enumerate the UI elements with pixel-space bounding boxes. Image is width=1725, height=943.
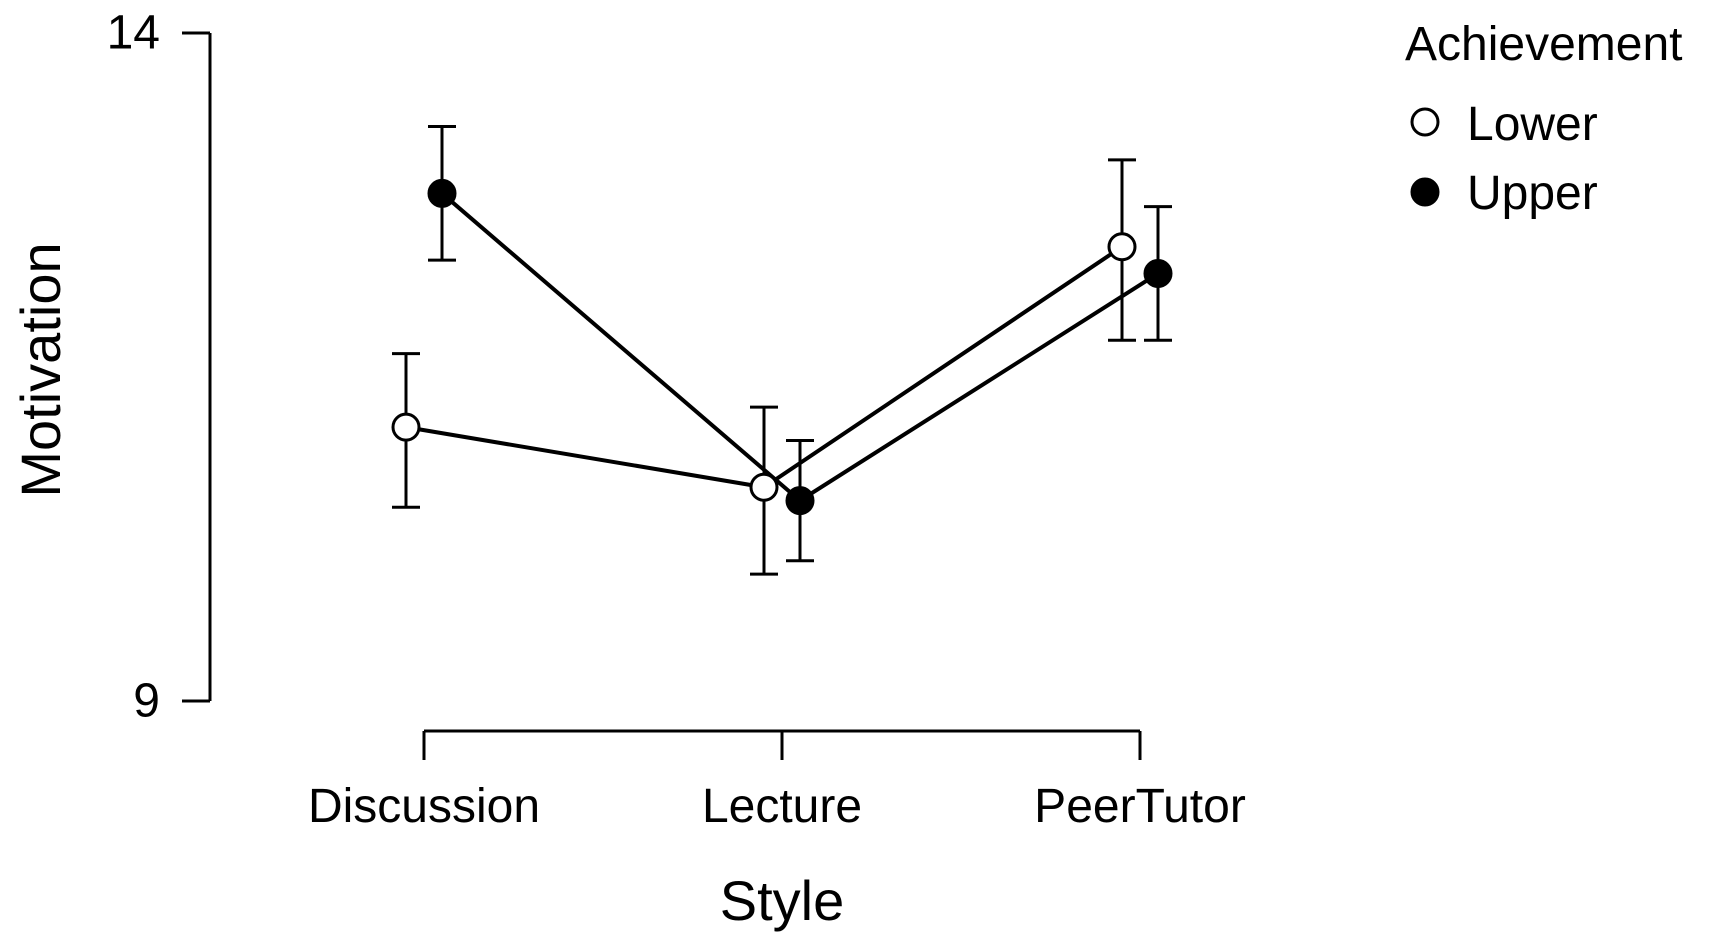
legend-title: Achievement	[1405, 18, 1682, 71]
legend-label-lower: Lower	[1467, 98, 1598, 151]
x-axis-title: Style	[720, 869, 845, 932]
x-tick-label-peertutor: PeerTutor	[1034, 780, 1246, 833]
data-points	[391, 178, 1173, 516]
data-point-upper-lecture	[785, 486, 815, 516]
x-tick-label-lecture: Lecture	[702, 780, 862, 833]
data-point-upper-peertutor	[1143, 258, 1173, 288]
x-tick-label-discussion: Discussion	[308, 780, 540, 833]
legend: Achievement Lower Upper	[1405, 18, 1682, 220]
legend-marker-upper	[1410, 177, 1440, 207]
y-tick-label-9: 9	[133, 675, 160, 728]
error-bars	[392, 125, 1172, 576]
data-point-upper-discussion	[427, 178, 457, 208]
legend-marker-lower	[1410, 107, 1440, 137]
y-tick-label-14: 14	[107, 7, 160, 60]
data-point-lower-discussion	[391, 412, 421, 442]
data-point-lower-peertutor	[1107, 232, 1137, 262]
legend-label-upper: Upper	[1467, 167, 1598, 220]
series-lines	[405, 191, 1160, 504]
y-axis-title: Motivation	[9, 242, 72, 497]
data-point-lower-lecture	[749, 472, 779, 502]
